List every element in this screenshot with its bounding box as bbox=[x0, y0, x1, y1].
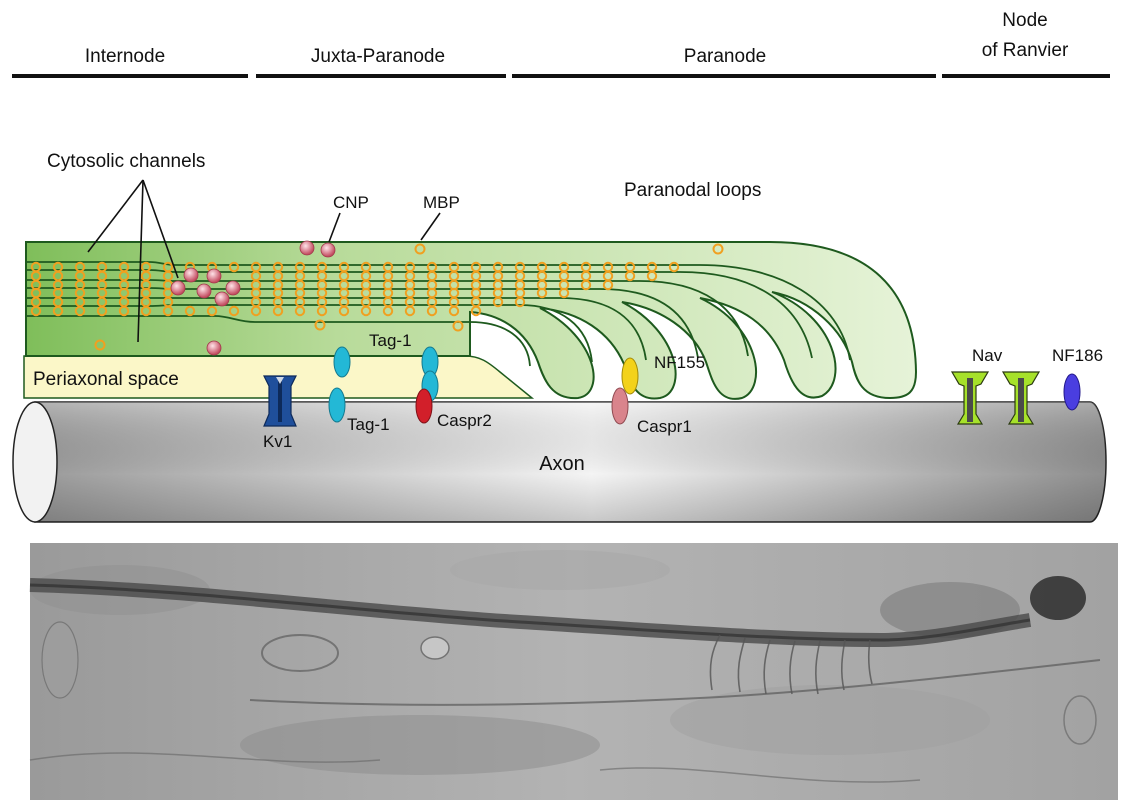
label-cnp: CNP bbox=[333, 193, 369, 212]
region-node-label-line1: Node bbox=[1002, 10, 1047, 31]
label-cytosolic-channels: Cytosolic channels bbox=[47, 151, 205, 172]
label-nf186: NF186 bbox=[1052, 346, 1103, 365]
label-caspr2: Caspr2 bbox=[437, 411, 492, 430]
label-axon: Axon bbox=[539, 453, 585, 475]
tag1-protein-upper bbox=[334, 347, 350, 377]
label-paranodal-loops: Paranodal loops bbox=[624, 180, 761, 201]
region-juxta-paranode-label: Juxta-Paranode bbox=[311, 46, 445, 67]
nf186-protein bbox=[1064, 374, 1080, 410]
region-header: Internode Juxta-Paranode Paranode Node o… bbox=[12, 10, 1110, 76]
label-tag1-top: Tag-1 bbox=[369, 331, 412, 350]
label-caspr1: Caspr1 bbox=[637, 417, 692, 436]
label-nav: Nav bbox=[972, 346, 1003, 365]
caspr2-protein bbox=[416, 389, 432, 423]
region-paranode-label: Paranode bbox=[684, 46, 766, 67]
region-node-label-line2: of Ranvier bbox=[982, 40, 1069, 61]
caspr1-protein bbox=[612, 388, 628, 424]
label-periaxonal-space: Periaxonal space bbox=[33, 369, 179, 390]
tag1-protein-lower bbox=[329, 388, 345, 422]
kv1-channel bbox=[264, 376, 296, 426]
label-nf155: NF155 bbox=[654, 353, 705, 372]
label-tag1-bottom: Tag-1 bbox=[347, 415, 390, 434]
nf155-protein bbox=[622, 358, 638, 394]
axon-cut-face bbox=[13, 402, 57, 522]
electron-micrograph bbox=[30, 543, 1118, 800]
region-internode-label: Internode bbox=[85, 46, 165, 67]
label-kv1: Kv1 bbox=[263, 432, 292, 451]
label-mbp: MBP bbox=[423, 193, 460, 212]
